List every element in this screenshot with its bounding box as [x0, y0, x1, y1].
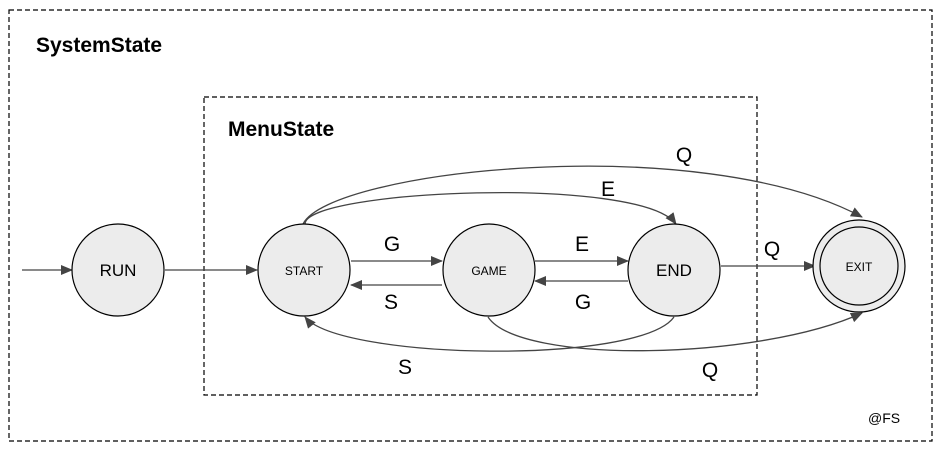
edge-start-to-end: [304, 192, 677, 225]
label-start-to-game: G: [384, 233, 400, 256]
edge-end-to-start: [304, 316, 675, 352]
label-game-to-end: E: [575, 233, 589, 256]
system-state-label: SystemState: [36, 34, 162, 57]
system-state-container: [8, 9, 933, 442]
state-exit: EXIT: [812, 219, 906, 313]
menu-state-label: MenuState: [228, 118, 334, 141]
state-start: START: [257, 223, 351, 317]
state-end: END: [627, 223, 721, 317]
label-game-to-exit: Q: [702, 359, 718, 382]
state-run: RUN: [71, 223, 165, 317]
edge-start-to-exit: [302, 165, 863, 225]
state-game-label: GAME: [471, 264, 506, 278]
state-game: GAME: [442, 223, 536, 317]
state-start-label: START: [285, 264, 324, 278]
state-end-label: END: [656, 261, 692, 280]
state-run-label: RUN: [100, 261, 137, 280]
label-end-to-exit: Q: [764, 238, 780, 261]
label-start-to-exit: Q: [676, 144, 692, 167]
menu-state-container: [203, 96, 758, 396]
label-end-to-start: S: [398, 356, 412, 379]
label-game-to-start: S: [384, 291, 398, 314]
edge-game-to-exit: [487, 312, 863, 352]
state-exit-label: EXIT: [846, 260, 873, 274]
label-start-to-end: E: [601, 178, 615, 201]
label-end-to-game: G: [575, 291, 591, 314]
credit-label: @FS: [868, 410, 900, 426]
